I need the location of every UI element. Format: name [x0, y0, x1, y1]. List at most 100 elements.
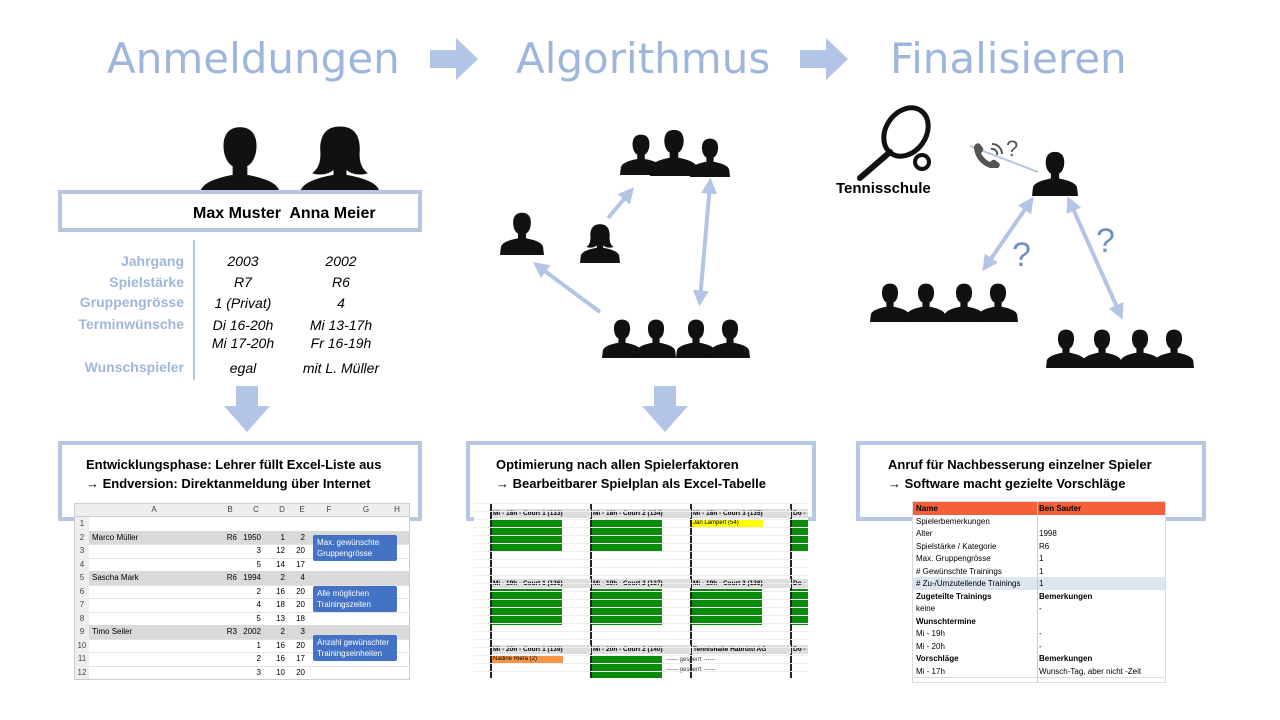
excel-cell-c: 5 [256, 559, 261, 569]
proposal-cell-right: Bemerkungen [1039, 591, 1093, 601]
excel-cell-c: 5 [256, 613, 261, 623]
group-icon-left [870, 283, 1018, 322]
proposal-cell-left: # Zu-/Umzuteilende Trainings [916, 579, 1021, 588]
phone-icon [974, 143, 1003, 168]
excel-callout: Alle möglichen Trainingszeiten [313, 586, 397, 612]
proposal-cell-right: - [1039, 641, 1042, 651]
excel-cell-d: 2 [280, 573, 285, 582]
excel-cell-d: 16 [276, 640, 285, 650]
schedule-slot-header: Mi - 18h - Court 1 (133) [492, 509, 591, 518]
schedule-grid-line [474, 567, 808, 568]
schedule-highlight-yellow: Jan Lampert (54) [692, 519, 763, 527]
proposal-cell-right: R6 [1039, 541, 1050, 551]
caption-2-line-2: → Bearbeitbarer Spielplan als Excel-Tabe… [496, 476, 766, 491]
group-icon-right [1046, 329, 1194, 368]
p1-partner: egal [229, 360, 257, 376]
excel-col-header: C [253, 505, 259, 514]
schedule-grid-line [474, 519, 808, 520]
excel-cell-e: 20 [296, 667, 305, 677]
schedule-blocked: ------ gesperrt ------ [666, 667, 716, 673]
excel-schedule-sheet: Mi - 18h - Court 1 (133)Mi - 18h - Court… [474, 503, 808, 678]
schedule-col-line [790, 503, 792, 678]
proposal-cell-left: Mi - 19h [916, 629, 945, 638]
proposal-cell-left: keine [916, 604, 936, 613]
caption-3-line-1: Anruf für Nachbesserung einzelner Spiele… [888, 457, 1152, 472]
excel-cell-c: 2 [256, 654, 261, 663]
excel-col-header: B [227, 505, 233, 514]
excel-cell-d: 16 [276, 654, 285, 663]
p2-partner: mit L. Müller [302, 360, 380, 376]
excel-col-header: A [151, 505, 157, 514]
label-terminwuensche: Terminwünsche [78, 316, 184, 332]
caption-1-line-2: → Endversion: Direktanmeldung über Inter… [86, 476, 371, 491]
schedule-highlight-orange: Nadine Riera (2) [492, 655, 563, 663]
excel-row-number: 7 [75, 598, 89, 612]
player-names-box [58, 190, 422, 232]
down-arrow-1 [224, 386, 270, 432]
p1-times-2: Mi 17-20h [211, 335, 275, 351]
stage-arrow-1 [430, 38, 478, 80]
schedule-player-block [592, 655, 662, 678]
excel-row [89, 639, 409, 653]
excel-cell-c: 4 [256, 600, 261, 609]
schedule-slot-header: Do - [792, 645, 808, 654]
proposal-cell-left: Alter [916, 529, 933, 538]
player-names: Max Muster Anna Meier [193, 205, 376, 222]
down-arrow-2 [642, 386, 688, 432]
proposal-cell-right: 1 [1039, 579, 1044, 588]
excel-cell-d: 1 [280, 532, 285, 542]
excel-cell-b: R6 [226, 532, 237, 542]
schedule-col-line [690, 503, 692, 678]
excel-cell-b: R6 [226, 573, 237, 582]
schedule-grid-line [474, 591, 808, 592]
schedule-slot-header: Do - [792, 509, 808, 518]
excel-cell-c: 2002 [243, 627, 261, 636]
excel-row-number: 8 [75, 611, 89, 625]
schedule-slot-header: Mi - 18h - Court 2 (134) [592, 509, 691, 518]
excel-callout: Anzahl gewünschter Trainingseinheiten [313, 635, 397, 661]
label-jahrgang: Jahrgang [120, 253, 184, 269]
excel-header-bar [75, 504, 409, 517]
p2-group: 4 [337, 295, 345, 311]
proposal-cell-left: Wunschtermine [916, 616, 976, 626]
caption-2-line-1: Optimierung nach allen Spielerfaktoren [496, 457, 739, 472]
schedule-grid-line [474, 623, 808, 624]
excel-row [89, 598, 409, 613]
excel-row [89, 585, 409, 599]
excel-row-number: 1 [75, 517, 89, 531]
excel-cell-c: 1994 [243, 573, 261, 582]
schedule-grid-line [474, 607, 808, 608]
excel-cell-d: 14 [276, 559, 285, 569]
proposal-cell-right: 1 [1039, 554, 1044, 563]
excel-cell-d: 13 [276, 613, 285, 623]
excel-cell-c: 1950 [243, 532, 261, 542]
excel-cell-d: 12 [276, 546, 285, 555]
proposal-cell-left: # Gewünschte Trainings [916, 566, 1002, 576]
stage-title-algorithmus: Algorithmus [516, 34, 771, 83]
proposal-cell-left: Vorschläge [916, 654, 959, 663]
label-spielstaerke: Spielstärke [109, 274, 184, 290]
excel-row-number: 10 [75, 638, 89, 652]
p2-strength: R6 [332, 274, 350, 290]
schedule-col-line [590, 503, 592, 678]
schedule-grid-line [474, 575, 808, 576]
tennis-racket-icon [857, 105, 931, 181]
schedule-grid-line [474, 543, 808, 544]
stage-title-anmeldungen: Anmeldungen [107, 34, 400, 83]
schedule-grid-line [474, 639, 808, 640]
proposal-cell-left: Spielerbemerkungen [916, 516, 990, 526]
p2-times-1: Mi 13-17h [309, 317, 373, 333]
excel-row-number: 6 [75, 584, 89, 598]
proposal-cell-left: Name [916, 504, 938, 513]
excel-cell-d: 2 [280, 627, 285, 636]
caption-1-line-1: Entwicklungsphase: Lehrer füllt Excel-Li… [86, 457, 382, 472]
excel-row-number: 5 [75, 571, 89, 585]
proposal-arrows [982, 196, 1124, 320]
question-mark-right: ? [1096, 222, 1115, 260]
schedule-slot-header: Mi - 18h - Court 3 (135) [692, 509, 791, 518]
excel-cell-c: 3 [256, 667, 261, 677]
excel-row-number: 4 [75, 557, 89, 571]
schedule-grid-line [474, 527, 808, 528]
p1-times-1: Di 16-20h [212, 317, 274, 333]
